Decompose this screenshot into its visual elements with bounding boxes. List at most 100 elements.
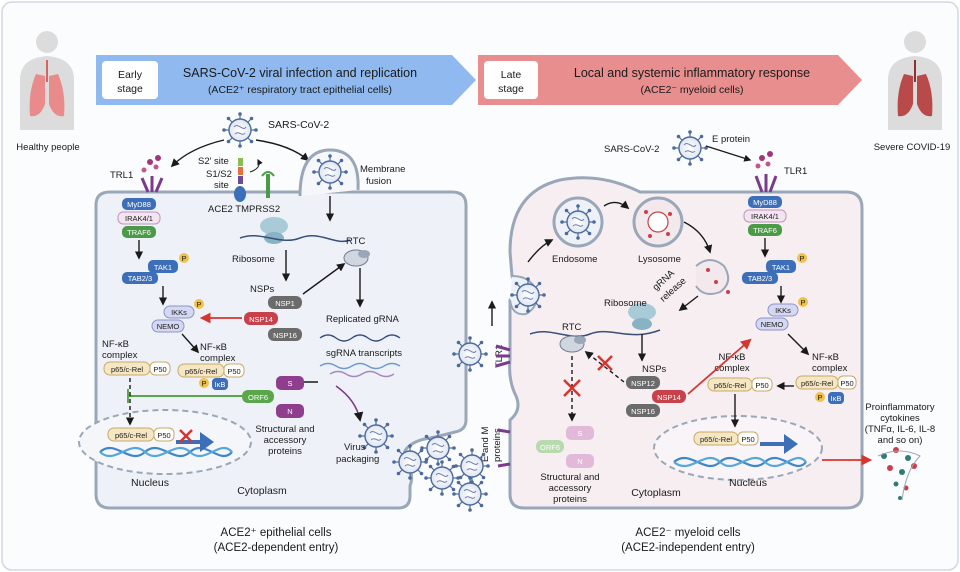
left-nsp14-box	[244, 312, 278, 325]
right-orf6-box	[536, 440, 564, 453]
left-p50-box-1	[149, 361, 171, 376]
s1s2-site-label: S1/S2	[206, 169, 232, 180]
right-nucleus-label: Nucleus	[729, 477, 767, 489]
severe-covid-label: Severe COVID-19	[874, 142, 951, 153]
cytokines-label-1: Proinflammatory	[865, 402, 934, 413]
s1s2-site-label-2: site	[214, 180, 229, 191]
left-nucleus-p65-label: p65/c-Rel	[115, 431, 147, 440]
right-p50-box-1	[751, 377, 773, 392]
cytokine-cloud-icon	[877, 447, 921, 501]
right-nemo-label: NEMO	[761, 320, 784, 329]
replication-blocked-x-icon	[563, 379, 581, 397]
left-p50-label-1: P50	[153, 365, 166, 374]
left-nfkb-label-2: NF-κB	[200, 342, 227, 353]
left-ikks-p: P	[196, 300, 201, 309]
left-myd88-box	[122, 198, 156, 210]
right-nucleus-p65-label: p65/c-Rel	[700, 435, 732, 444]
severe-person-icon	[888, 31, 942, 130]
left-nfkb-label-2b: complex	[200, 353, 236, 364]
left-virus-label: SARS-CoV-2	[268, 119, 329, 131]
left-receptor-label: TRL1	[110, 170, 133, 181]
virus-packaging-label-2: packaging	[336, 454, 379, 465]
right-nsps-label: NSPs	[642, 364, 667, 375]
right-p50-label-1: P50	[755, 381, 768, 390]
right-ikks-box	[767, 303, 799, 317]
left-nsp1-label: NSP1	[275, 299, 295, 308]
e-and-m-label: E and M	[480, 427, 491, 462]
left-ikb-label: IκB	[215, 380, 226, 389]
late-banner-title: Local and systemic inflammatory response	[574, 66, 810, 80]
early-stage-banner: Early stage SARS-CoV-2 viral infection a…	[96, 55, 476, 105]
late-stage-word-2: stage	[498, 83, 524, 95]
left-structural-2: accessory	[264, 435, 307, 446]
right-tlr1-receptor	[754, 151, 778, 193]
left-orf6-box	[242, 390, 274, 403]
left-ikks-phospho	[194, 299, 204, 309]
left-nucleus	[78, 409, 252, 475]
virion-4	[453, 447, 491, 485]
right-ikb-box	[828, 392, 844, 404]
right-nsp16-label: NSP16	[631, 407, 655, 416]
late-stage-banner: Late stage Local and systemic inflammato…	[478, 55, 862, 105]
ace2-tmprss2-label: ACE2 TMPRSS2	[208, 204, 280, 215]
left-ikks-box	[163, 305, 195, 319]
sars-cov-2-virus-right	[671, 129, 709, 167]
right-virus-label: SARS-CoV-2	[604, 144, 659, 155]
right-s-box	[566, 426, 594, 440]
virus-packaging-label: Virus	[344, 442, 366, 453]
right-cell-caption-2: (ACE2-independent entry)	[621, 542, 755, 554]
sars-cov-2-virus-left	[221, 111, 259, 149]
right-ikb-label: IκB	[831, 394, 842, 403]
side-tlr1-receptor	[495, 344, 511, 368]
right-receptor-label: TLR1	[784, 166, 807, 177]
grna-release-icon	[695, 259, 730, 295]
virion-5	[451, 475, 489, 513]
ace2-receptor-icon	[234, 186, 246, 202]
right-irak-box	[743, 209, 787, 223]
membrane-fusion-label: Membrane	[360, 164, 405, 175]
membrane-fusion-icon	[298, 148, 360, 197]
right-ikks-phospho	[798, 297, 808, 307]
right-cell-caption-1: ACE2⁻ myeloid cells	[635, 527, 740, 539]
left-nemo-box	[151, 319, 185, 333]
right-tak1-phospho	[797, 253, 807, 263]
e-protein-label: E protein	[712, 134, 750, 145]
right-ribosome-label: Ribosome	[604, 298, 647, 309]
right-tab-label: TAB2/3	[748, 274, 772, 283]
left-ikks-label: IKKs	[171, 308, 187, 317]
right-nucleus-p50-box	[737, 431, 759, 446]
right-p65-label-1: p65/c-Rel	[714, 381, 746, 390]
left-s-label: S	[287, 379, 292, 388]
left-nfkb-label-1b: complex	[102, 350, 138, 361]
replicated-grna-label: Replicated gRNA	[326, 314, 400, 325]
right-p65-label-2: p65/c-Rel	[801, 379, 833, 388]
right-tak1-box	[766, 260, 796, 273]
right-n-box	[566, 454, 594, 468]
cytokines-label-4: and so on)	[878, 435, 923, 446]
left-irak-box	[117, 211, 161, 225]
s2-site-label: S2′ site	[198, 156, 229, 167]
right-ikks-p: P	[800, 298, 805, 307]
rtc-blocked-x-icon	[597, 355, 613, 371]
healthy-person-icon	[20, 31, 74, 130]
right-p50-box-2	[837, 375, 857, 390]
left-myd88-label: MyD88	[127, 200, 151, 209]
right-cytoplasm-label: Cytoplasm	[631, 487, 681, 499]
left-tab-box	[122, 272, 158, 284]
right-traf6-label: TRAF6	[753, 226, 777, 235]
left-s-box	[276, 376, 304, 390]
left-irak-label: IRAK4/1	[125, 214, 153, 223]
left-ikb-box	[212, 378, 228, 390]
right-n-label: N	[577, 457, 582, 466]
spike-protein-icon	[238, 158, 243, 184]
left-cell-caption-2: (ACE2-dependent entry)	[214, 542, 339, 554]
left-rtc-label: RTC	[346, 236, 365, 247]
right-structural-1: Structural and	[540, 472, 599, 483]
left-tak1-p: P	[181, 254, 186, 263]
left-p50-label-2: P50	[227, 367, 240, 376]
right-transcription-arrow-icon	[760, 434, 798, 454]
tmprss2-icon	[261, 171, 275, 198]
right-tak1-p: P	[799, 254, 804, 263]
right-ikb-p: P	[817, 393, 822, 402]
right-nsp12-label: NSP12	[631, 379, 655, 388]
